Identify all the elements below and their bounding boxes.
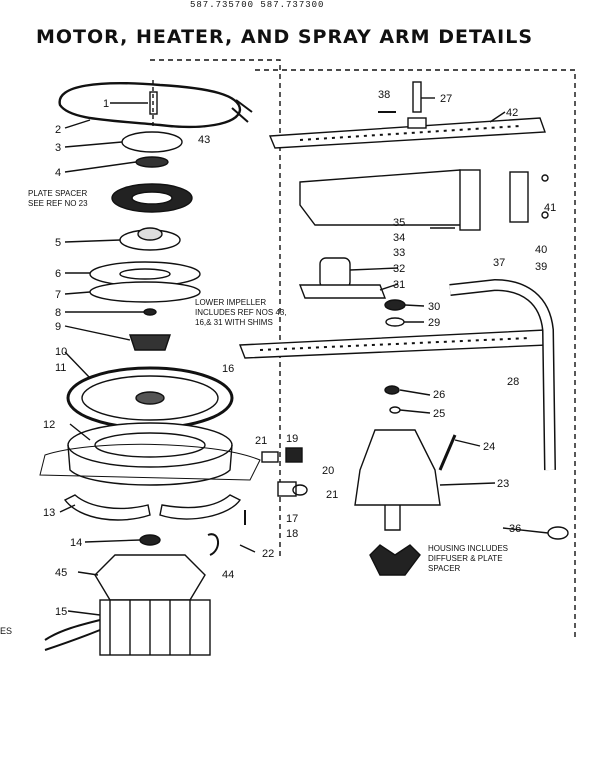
callout-23: 23 [497,478,509,490]
callout-45: 45 [55,567,67,579]
callout-36: 36 [509,523,521,535]
mounting-bracket [509,171,529,223]
note-lower-impeller-2: INCLUDES REF NOS 43, [195,308,287,317]
callout-16: 16 [222,363,234,375]
note-housing-1: HOUSING INCLUDES [428,544,508,553]
lower-impeller [129,334,171,351]
callout-6: 6 [55,268,61,280]
callout-24: 24 [483,441,495,453]
manifold [299,169,471,226]
callout-9: 9 [55,321,61,333]
impeller-cap [121,131,183,153]
callout-22: 22 [262,548,274,560]
callout-13: 13 [43,507,55,519]
callout-10: 10 [55,346,67,358]
callout-39: 39 [535,261,547,273]
bracket-31 [298,284,387,299]
seal [139,534,161,546]
callout-17: 17 [286,513,298,525]
note-plate-spacer-2: SEE REF NO 23 [28,199,88,208]
callout-28: 28 [507,376,519,388]
nut-32 [319,257,351,289]
upper-spray-arm [268,117,546,149]
callout-38: 38 [378,89,390,101]
callout-14: 14 [70,537,82,549]
note-lower-impeller-3: 16,& 31 WITH SHIMS [195,318,273,327]
callout-21b: 21 [326,489,338,501]
callout-7: 7 [55,289,61,301]
callout-2: 2 [55,124,61,136]
callout-42: 42 [506,107,518,119]
page-title: MOTOR, HEATER, AND SPRAY ARM DETAILS [36,26,534,48]
model-numbers: 587.735700 587.737300 [190,0,325,10]
callout-3: 3 [55,142,61,154]
edge-text: ES [0,626,13,636]
motor [99,599,211,656]
callout-19: 19 [286,433,298,445]
gasket-7 [89,281,201,303]
callout-12: 12 [43,419,55,431]
callout-8: 8 [55,307,61,319]
callout-27: 27 [440,93,452,105]
callout-31: 31 [393,279,405,291]
callout-34: 34 [393,232,405,244]
impeller-gear [135,156,169,168]
strainer-left [63,494,151,521]
callout-37: 37 [493,257,505,269]
note-plate-spacer-1: PLATE SPACER [28,189,88,198]
pump-housing-23 [354,429,441,506]
dashed-frame-left [150,59,281,560]
pump-housing [67,422,233,468]
callout-25: 25 [433,408,445,420]
heater-element [58,82,242,128]
callout-18: 18 [286,528,298,540]
note-lower-impeller-1: LOWER IMPELLER [195,298,266,307]
callout-41: 41 [544,202,556,214]
note-housing-2: DIFFUSER & PLATE [428,554,503,563]
callout-21a: 21 [255,435,267,447]
callout-40: 40 [535,244,547,256]
callout-29: 29 [428,317,440,329]
callout-33: 33 [393,247,405,259]
callout-44: 44 [222,569,234,581]
callout-26: 26 [433,389,445,401]
callout-30: 30 [428,301,440,313]
callout-5: 5 [55,237,61,249]
callout-15: 15 [55,606,67,618]
callout-1: 1 [103,98,109,110]
note-housing-3: SPACER [428,564,461,573]
callout-20: 20 [322,465,334,477]
callout-4: 4 [55,167,61,179]
callout-35: 35 [393,217,405,229]
callout-11: 11 [55,362,66,374]
motor-mount [94,554,206,601]
diffuser [369,544,421,576]
strainer-right [159,494,242,520]
callout-43: 43 [198,134,210,146]
callout-32: 32 [393,263,405,275]
lower-spray-arm [238,329,549,359]
dashed-frame-right [255,69,576,640]
